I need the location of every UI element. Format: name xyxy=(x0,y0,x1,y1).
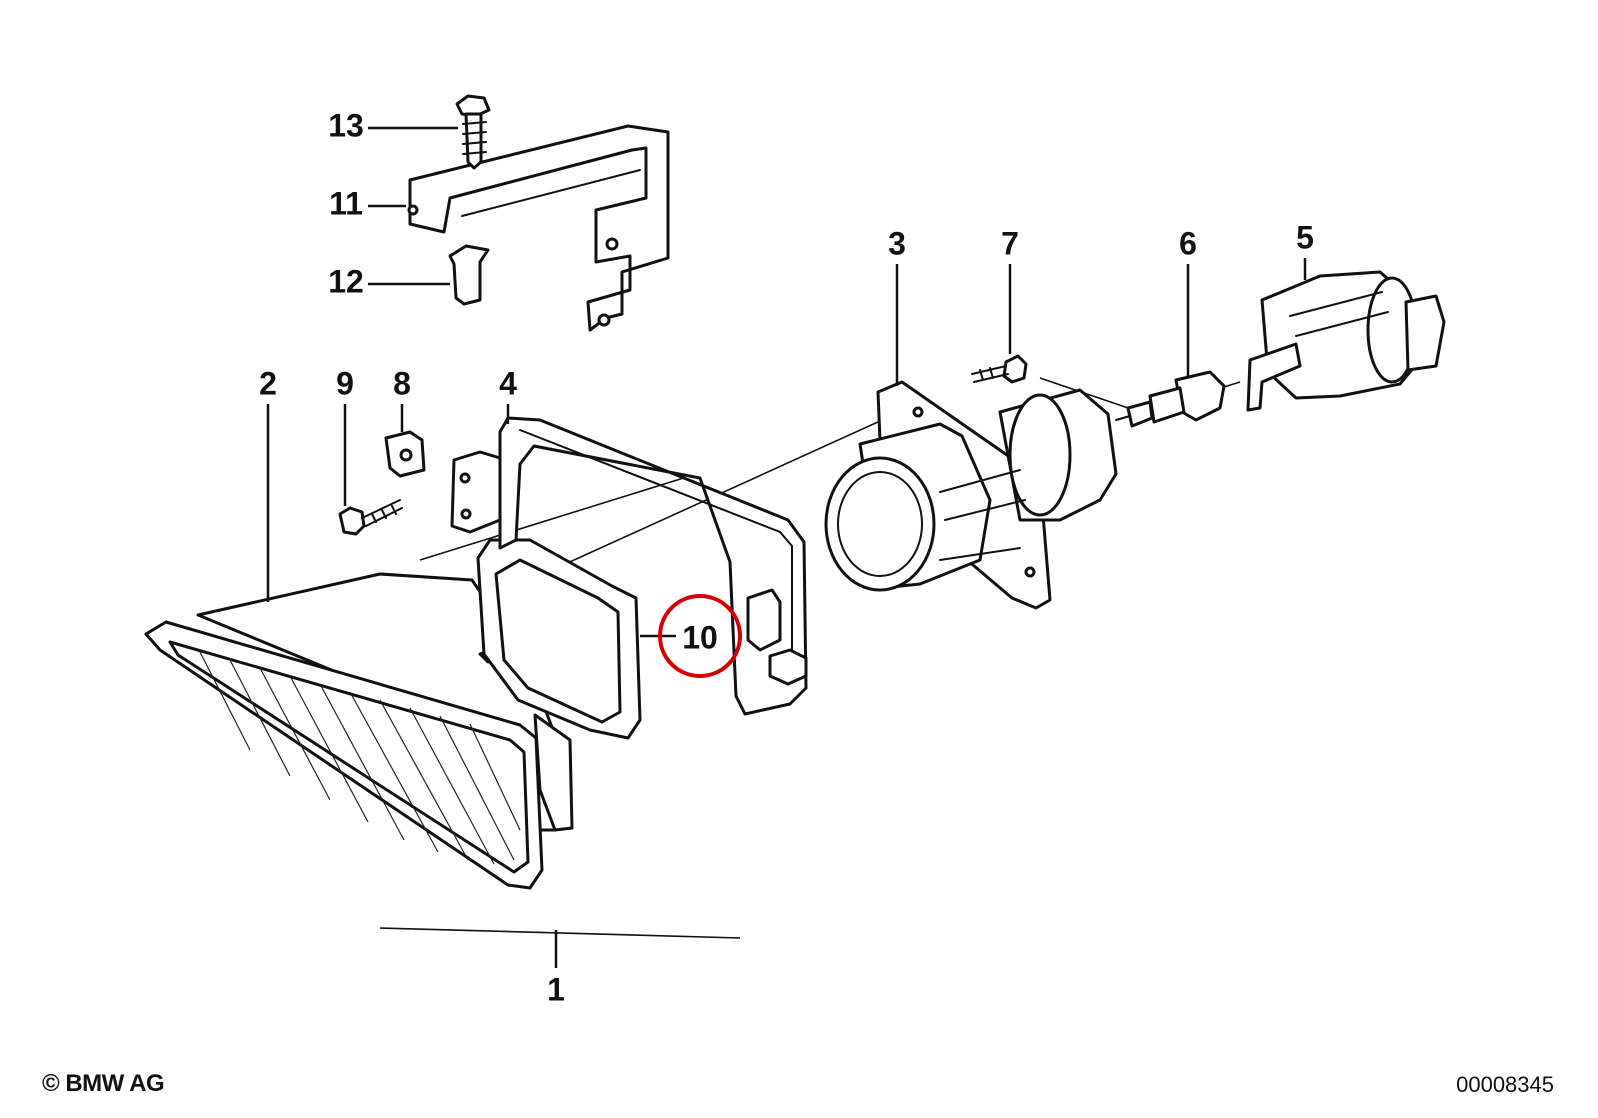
clip-part[interactable] xyxy=(384,430,426,478)
bulb-part[interactable] xyxy=(1115,370,1226,428)
callout-9[interactable]: 9 xyxy=(336,365,354,401)
bracket-part[interactable] xyxy=(407,124,670,332)
callout-10[interactable]: 10 xyxy=(682,619,718,655)
lens-hatching xyxy=(199,651,521,865)
callout-13[interactable]: 13 xyxy=(328,107,364,143)
part-1-bracket-line xyxy=(379,927,741,968)
bulb-socket-part[interactable] xyxy=(1246,270,1446,412)
callout-12[interactable]: 12 xyxy=(328,263,364,299)
callout-7[interactable]: 7 xyxy=(1001,225,1019,261)
callout-1[interactable]: 1 xyxy=(547,971,565,1007)
clip-nut-part[interactable] xyxy=(448,244,490,306)
frame-bracket-tab[interactable] xyxy=(450,450,502,534)
leader-lines xyxy=(266,126,1307,638)
callout-3[interactable]: 3 xyxy=(888,225,906,261)
callout-2[interactable]: 2 xyxy=(259,365,277,401)
screw-part[interactable] xyxy=(338,499,403,536)
callout-11[interactable]: 11 xyxy=(329,185,363,221)
callout-6[interactable]: 6 xyxy=(1179,225,1197,261)
highlight-circle xyxy=(658,594,742,678)
diagram-id-text: 00008345 xyxy=(1456,1072,1554,1097)
callout-labels: 13 11 12 2 9 8 4 3 7 6 5 10 1 xyxy=(259,107,1314,1007)
adjusting-screw-part[interactable] xyxy=(971,354,1028,384)
projector-unit-part[interactable] xyxy=(824,380,1118,610)
callout-5[interactable]: 5 xyxy=(1296,219,1314,255)
copyright-text: © BMW AG xyxy=(42,1070,165,1097)
bolt-part[interactable] xyxy=(455,94,491,170)
fog-lamp-housing-part[interactable] xyxy=(144,572,574,890)
callout-4[interactable]: 4 xyxy=(499,365,517,401)
mounting-frame-part[interactable] xyxy=(498,416,808,716)
gasket-part[interactable] xyxy=(476,538,642,740)
callout-8[interactable]: 8 xyxy=(393,365,411,401)
